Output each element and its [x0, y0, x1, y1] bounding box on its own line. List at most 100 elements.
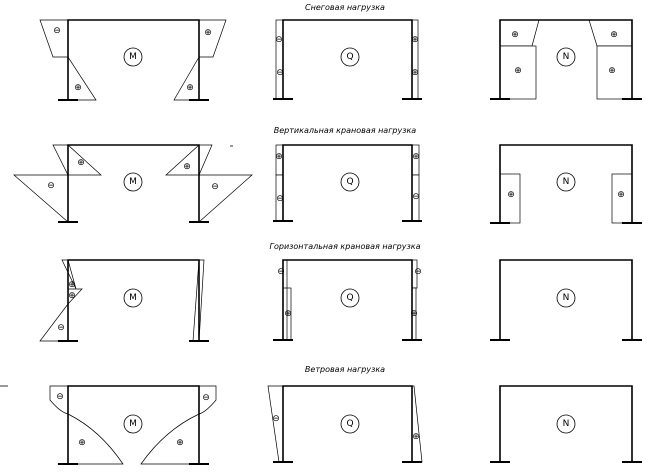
diagram-wind-normal: N — [490, 385, 642, 463]
diagram-type-label: N — [563, 293, 570, 303]
frame-outline — [67, 385, 200, 464]
minus-sign: ⊖ — [275, 35, 283, 45]
minus-sign: ⊖ — [276, 194, 284, 204]
plus-sign: ⊕ — [204, 28, 212, 38]
plus-sign: ⊕ — [507, 190, 515, 200]
frame-outline — [499, 144, 633, 223]
frame-outline — [67, 259, 200, 341]
diagram-horizontal-crane-shear: ⊖ ⊕ ⊖ ⊕ Q — [273, 259, 422, 341]
epure-area — [275, 19, 284, 100]
diagram-vertical-crane-shear: ⊕ ⊕ ⊖ ⊖ Q — [273, 144, 422, 222]
plus-sign: ⊕ — [610, 30, 618, 40]
diagram-horizontal-crane-moment: ⊕ ⊕ ⊖ M — [39, 259, 209, 342]
diagram-snow-moment: ⊖ ⊕ ⊕ ⊕ M — [39, 19, 227, 101]
diagram-type-badge — [556, 47, 576, 67]
diagram-type-badge — [340, 47, 360, 67]
minus-sign: ⊖ — [412, 192, 420, 202]
plus-sign: ⊕ — [511, 30, 519, 40]
diagram-type-badge — [556, 172, 576, 192]
frame-outline — [282, 144, 413, 221]
plus-sign: ⊕ — [284, 309, 292, 319]
diagram-type-label: M — [129, 293, 137, 303]
minus-sign: ⊖ — [56, 392, 64, 402]
plus-sign: ⊕ — [183, 162, 191, 172]
frame-outline — [499, 259, 633, 340]
caption-vertical-crane-load: Вертикальная крановая нагрузка — [274, 126, 417, 135]
minus-sign: ⊖ — [414, 267, 422, 277]
minus-sign: ⊖ — [276, 68, 284, 78]
diagram-snow-normal: ⊕ ⊕ ⊕ ⊕ N — [490, 19, 642, 100]
frame-outline — [67, 19, 200, 100]
minus-sign: ⊖ — [57, 323, 65, 333]
epure-area — [267, 385, 284, 463]
minus-sign: ⊖ — [202, 393, 210, 403]
frame-outline — [282, 385, 413, 462]
diagram-type-badge — [340, 414, 360, 434]
minus-sign: ⊖ — [277, 267, 285, 277]
plus-sign: ⊕ — [78, 438, 86, 448]
frame-outline — [67, 144, 200, 222]
epure-area — [61, 259, 77, 290]
epure-area — [13, 174, 69, 223]
diagram-type-label: Q — [346, 419, 353, 429]
diagram-type-label: Q — [346, 177, 353, 187]
plus-sign: ⊕ — [411, 35, 419, 45]
diagram-type-label: N — [563, 419, 570, 429]
plus-sign: ⊕ — [275, 152, 283, 162]
epure-area — [499, 45, 537, 100]
epure-area — [173, 55, 200, 101]
diagram-type-label: M — [129, 177, 137, 187]
diagram-vertical-crane-normal: ⊕ ⊕ N — [490, 144, 642, 224]
minus-sign: ⊖ — [47, 181, 55, 191]
epure-area — [67, 55, 97, 101]
plus-sign: ⊕ — [412, 152, 420, 162]
plus-sign: ⊕ — [411, 68, 419, 78]
diagram-type-label: Q — [346, 293, 353, 303]
plus-sign: ⊕ — [176, 438, 184, 448]
diagram-type-badge — [123, 47, 143, 67]
epure-area — [411, 19, 419, 100]
diagram-type-label: M — [129, 419, 137, 429]
plus-sign: ⊕ — [74, 83, 82, 93]
diagram-type-badge — [123, 172, 143, 192]
diagram-type-badge — [123, 414, 143, 434]
epure-area — [411, 385, 423, 463]
minus-sign: ⊖ — [272, 414, 280, 424]
diagram-type-label: M — [129, 52, 137, 62]
epure-area — [67, 413, 124, 465]
epure-area — [198, 19, 227, 58]
epure-area — [140, 413, 200, 465]
plus-sign: ⊕ — [77, 158, 85, 168]
diagram-type-badge — [556, 414, 576, 434]
diagram-wind-shear: ⊖ ⊕ Q — [267, 385, 423, 463]
frame-outline — [499, 385, 633, 462]
epure-area — [596, 45, 633, 100]
diagram-type-label: N — [563, 52, 570, 62]
caption-horizontal-crane-load: Горизонтальная крановая нагрузка — [270, 242, 421, 251]
caption-snow-load: Снеговая нагрузка — [305, 3, 385, 12]
epure-area — [198, 174, 253, 223]
plus-sign: ⊕ — [412, 432, 420, 442]
diagram-type-label: N — [563, 177, 570, 187]
plus-sign: ⊕ — [68, 280, 76, 290]
diagram-type-badge — [340, 288, 360, 308]
frame-outline — [282, 19, 413, 99]
frame-outline — [499, 19, 633, 99]
epure-area — [52, 144, 102, 176]
plus-sign: ⊕ — [68, 291, 76, 301]
diagram-type-badge — [556, 288, 576, 308]
plus-sign: ⊕ — [608, 66, 616, 76]
epure-area — [499, 19, 540, 47]
diagram-type-badge — [123, 288, 143, 308]
plus-sign: ⊕ — [617, 190, 625, 200]
caption-wind-load: Ветровая нагрузка — [305, 365, 385, 374]
diagram-vertical-crane-moment: ⊕ ⊖ ⊕ ⊖ M — [13, 144, 253, 223]
minus-sign: ⊖ — [53, 26, 61, 36]
diagram-type-badge — [340, 172, 360, 192]
minus-sign: ⊖ — [211, 182, 219, 192]
plus-sign: ⊕ — [186, 83, 194, 93]
diagram-snow-shear: ⊖ ⊕ ⊖ ⊕ Q — [273, 19, 422, 100]
diagram-type-label: Q — [346, 52, 353, 62]
